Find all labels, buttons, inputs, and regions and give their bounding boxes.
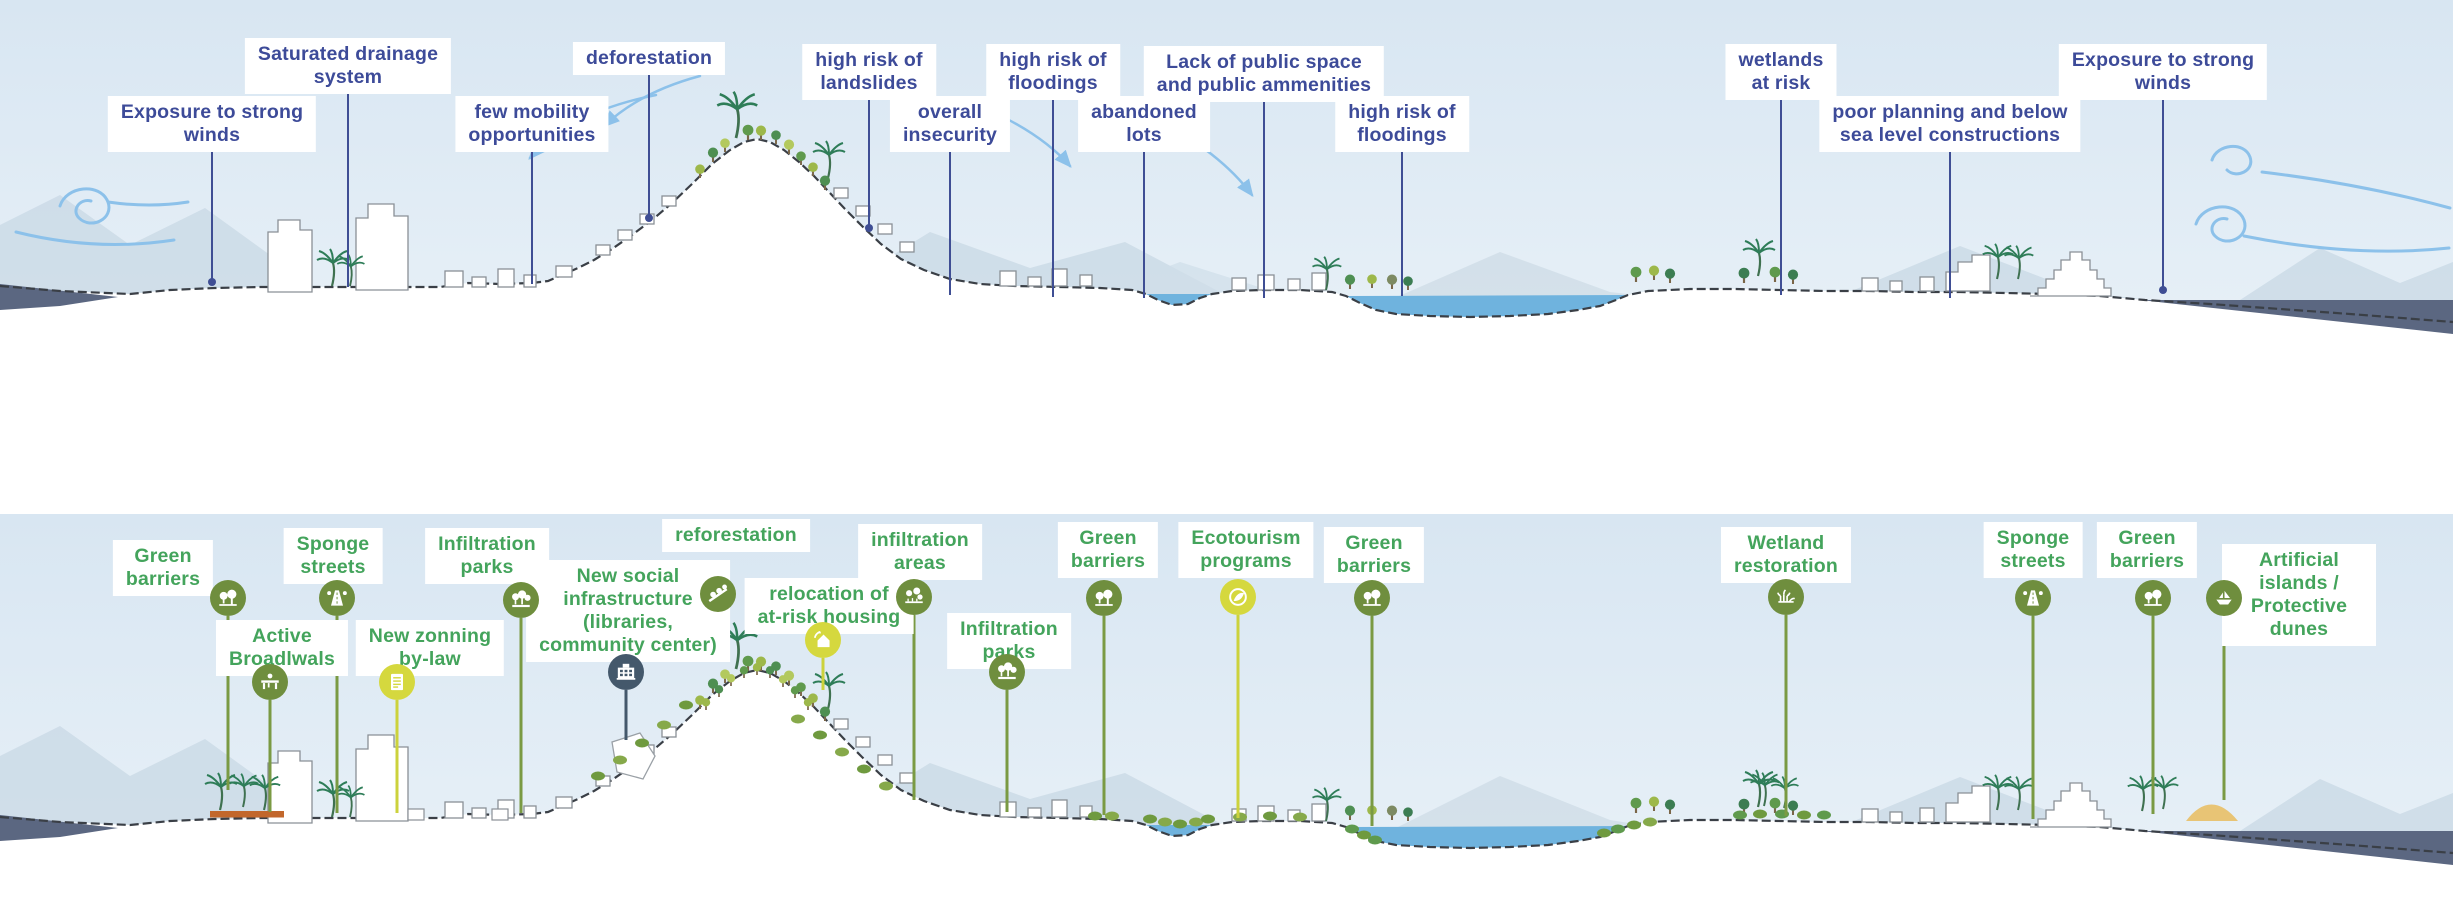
deforestation-leader-line <box>648 75 650 218</box>
sponge-streets-1-leader-line <box>335 616 339 813</box>
exposure-strong-winds-right-leader-line <box>2162 100 2164 290</box>
trees-icon <box>1086 580 1122 616</box>
overall-insecurity-label: overall insecurity <box>889 96 1011 152</box>
infiltration-parks-1-label: Infiltration parks <box>425 528 549 584</box>
green-barriers-4-label: Green barriers <box>2096 522 2198 578</box>
relocation-of-at-risk-housing-label: relocation of at-risk housing <box>744 578 914 634</box>
road-icon <box>2015 580 2051 616</box>
ecotourism-programs-leader-line <box>1236 615 1240 818</box>
infiltration-parks-1-leader-line <box>519 618 523 813</box>
few-mobility-opportunities-label: few mobility opportunities <box>455 96 609 152</box>
protective-dune <box>2186 804 2238 821</box>
park-icon <box>989 654 1025 690</box>
abandoned-lots-leader-line <box>1143 152 1145 298</box>
active-broadwalks-label: Active Broadlwals <box>215 620 349 676</box>
road-icon <box>319 580 355 616</box>
artificial-islands-protective-dunes-label: Artificial islands / Protective dunes <box>2222 544 2376 646</box>
vegetation-bottom <box>203 663 2238 845</box>
wetlands-at-risk-label: wetlands at risk <box>1725 44 1837 100</box>
infiltration-parks-2-leader-line <box>1005 690 1009 812</box>
high-risk-of-floodings-1-label: high risk of floodings <box>986 44 1120 100</box>
reforestation-label: reforestation <box>662 519 810 552</box>
high-risk-of-landslides-dot <box>865 224 873 232</box>
high-risk-of-landslides-label: high risk of landslides <box>802 44 936 100</box>
infiltration-parks-2-label: Infiltration parks <box>947 613 1071 669</box>
sponge-streets-2-label: Sponge streets <box>1983 522 2083 578</box>
green-barriers-2-leader-line <box>1102 616 1106 815</box>
ecotourism-programs-label: Ecotourism programs <box>1178 522 1314 578</box>
park-icon <box>503 582 539 618</box>
wind-icon-left <box>14 187 190 246</box>
exposure-strong-winds-right-dot <box>2159 286 2167 294</box>
exposure-strong-winds-right-label: Exposure to strong winds <box>2058 44 2268 100</box>
globe-icon <box>1220 579 1256 615</box>
wetland-restoration-leader-line <box>1784 615 1788 816</box>
new-social-infrastructure-label: New social infrastructure (libraries, co… <box>526 560 730 662</box>
green-barriers-1-label: Green barriers <box>112 540 214 596</box>
slope-trees-icon <box>700 576 736 612</box>
few-mobility-opportunities-leader-line <box>531 152 533 284</box>
house-icon <box>805 622 841 658</box>
high-risk-of-floodings-2-leader-line <box>1401 152 1403 296</box>
document-icon <box>379 664 415 700</box>
sponge-streets-1-label: Sponge streets <box>283 528 383 584</box>
green-barriers-3-label: Green barriers <box>1323 527 1425 583</box>
deforestation-dot <box>645 214 653 222</box>
boardwalk-icon <box>252 664 288 700</box>
deforestation-label: deforestation <box>572 42 726 75</box>
trees-icon <box>210 580 246 616</box>
high-risk-of-landslides-leader-line <box>868 100 870 228</box>
exposure-strong-winds-left-leader-line <box>211 152 213 282</box>
green-barriers-2-label: Green barriers <box>1057 522 1159 578</box>
building-icon <box>608 654 644 690</box>
sponge-streets-2-leader-line <box>2031 616 2035 819</box>
high-risk-of-floodings-1-leader-line <box>1052 100 1054 297</box>
abandoned-lots-label: abandoned lots <box>1078 96 1210 152</box>
saturated-drainage-system-leader-line <box>347 94 349 287</box>
green-barriers-1-leader-line <box>226 616 230 790</box>
high-risk-of-floodings-2-label: high risk of floodings <box>1335 96 1469 152</box>
green-barriers-3-leader-line <box>1370 616 1374 826</box>
lack-of-public-space-label: Lack of public space and public ammeniti… <box>1143 46 1385 102</box>
trees-icon <box>2135 580 2171 616</box>
poor-planning-below-sea-level-leader-line <box>1949 152 1951 298</box>
artificial-islands-protective-dunes-leader-line <box>2222 616 2226 800</box>
wetland-restoration-label: Wetland restoration <box>1720 527 1852 583</box>
new-zoning-by-law-leader-line <box>395 700 399 813</box>
new-zoning-by-law-label: New zonning by-law <box>355 620 505 676</box>
boat-icon <box>2206 580 2242 616</box>
infiltration-areas-leader-line <box>912 615 916 800</box>
trees-icon <box>1354 580 1390 616</box>
exposure-strong-winds-left-label: Exposure to strong winds <box>107 96 317 152</box>
exposure-strong-winds-left-dot <box>208 278 216 286</box>
wetlands-at-risk-leader-line <box>1780 100 1782 295</box>
saturated-drainage-system-label: Saturated drainage system <box>244 38 452 94</box>
relocation-of-at-risk-housing-leader-line <box>821 658 825 690</box>
boardwalk-strip <box>210 811 284 818</box>
new-social-infrastructure-leader-line <box>624 690 628 740</box>
active-broadwalks-leader-line <box>268 700 272 812</box>
green-barriers-4-leader-line <box>2151 616 2155 814</box>
poor-planning-below-sea-level-label: poor planning and below sea level constr… <box>1819 96 2081 152</box>
infiltration-areas-label: infiltration areas <box>858 524 982 580</box>
wind-icon-right <box>2194 145 2452 253</box>
wetland-icon <box>1768 579 1804 615</box>
drops-icon <box>896 579 932 615</box>
lack-of-public-space-leader-line <box>1263 102 1265 298</box>
overall-insecurity-leader-line <box>949 152 951 295</box>
